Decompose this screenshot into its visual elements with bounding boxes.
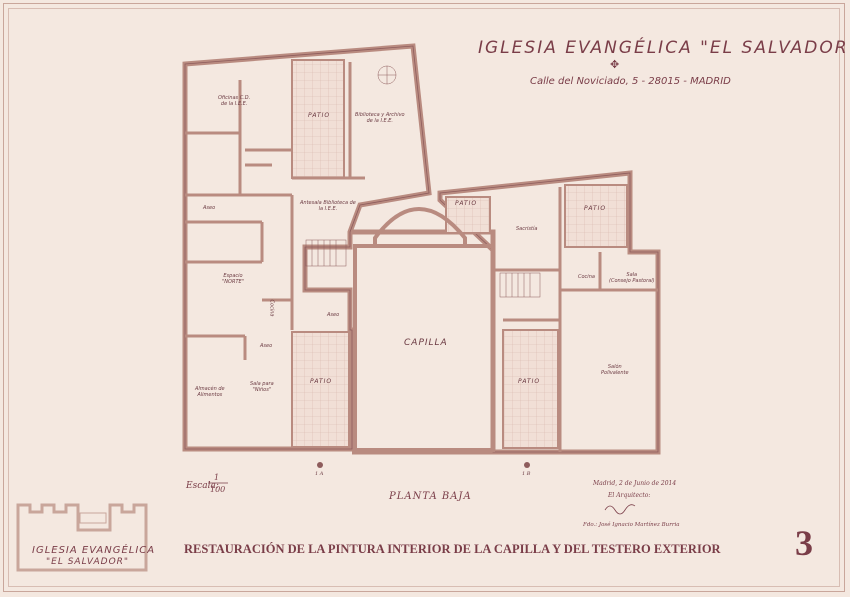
logo-line-2: "EL SALVADOR" [46,557,130,567]
page-title: IGLESIA EVANGÉLICA "EL SALVADOR" [478,38,850,58]
room-label-antesala: Antesala Biblioteca de la I.E.E. [300,200,356,212]
address: Calle del Noviciado, 5 - 28015 - MADRID [530,76,731,87]
outer-frame [3,3,845,592]
patio-label: PATIO [455,200,478,207]
room-label-cocina-1: Cocina [268,299,275,317]
room-label-aseo-3: Aseo [260,343,273,349]
room-label-almacen: Almacén de Alimentos [195,386,225,398]
date: Madrid, 2 de Junio de 2014 [593,480,677,487]
room-label-sala-consejo: Sala (Consejo Pastoral) [609,272,655,284]
room-label-aseo-2: Aseo [327,312,340,318]
project-title: RESTAURACIÓN DE LA PINTURA INTERIOR DE L… [184,542,721,556]
logo-line-1: IGLESIA EVANGÉLICA [32,545,156,556]
section-marker-b: 1 B [522,471,531,477]
scale-denominator: 100 [210,485,226,494]
patio-label: PATIO [308,112,331,119]
sheet-number: 3 [795,523,813,563]
room-label-biblioteca: Biblioteca y Archivo de la I.E.E. [355,112,405,124]
plan-title: PLANTA BAJA [389,491,472,502]
room-label-cocina-2: Cocina [578,274,595,280]
patio-label: PATIO [310,378,333,385]
room-label-espacio: Espacio "NORTE" [222,273,244,285]
signature-name: Fdo.: José Ignacio Martínez Burria [583,522,680,528]
patio-label: PATIO [518,378,541,385]
room-label-capilla: CAPILLA [404,338,448,348]
room-label-sacristia: Sacristía [516,226,538,232]
scale-label: Escala: [186,481,219,491]
inner-frame [8,8,840,587]
scale-numerator: 1 [214,473,220,482]
architect-label: El Arquitecto: [608,492,651,499]
room-label-oficinas: Oficinas C.D. de la I.E.E. [218,95,251,107]
room-label-sala-ninos: Sala para "Niños" [250,381,274,393]
patio-label: PATIO [584,205,607,212]
room-label-aseo-1: Aseo [203,205,216,211]
room-label-salon: Salón Polivalente [601,364,629,376]
section-marker-a: 1 A [315,471,324,477]
ornament-icon: ✥ [610,58,620,71]
